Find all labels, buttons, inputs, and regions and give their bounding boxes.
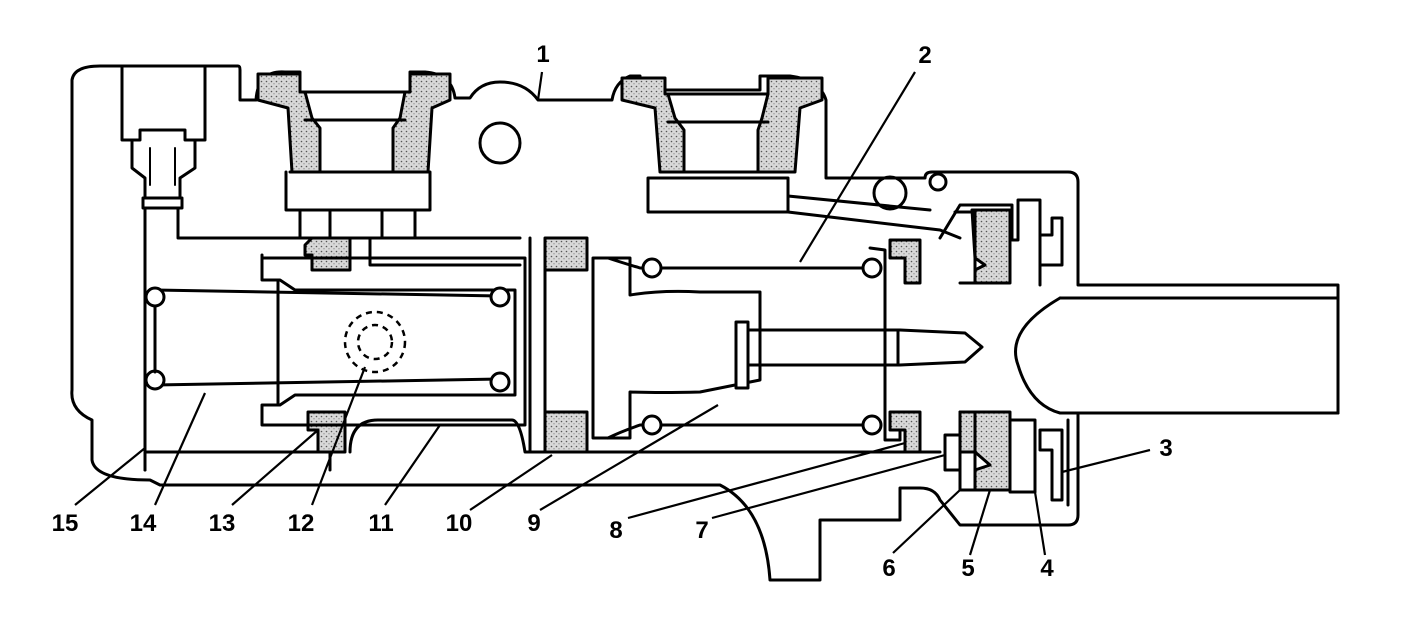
- port-left-base: [284, 118, 432, 212]
- compensating-port: [478, 121, 522, 165]
- housing-passage: [143, 206, 522, 472]
- bypass-port: [872, 175, 908, 211]
- spring2-coil-3: [861, 257, 883, 279]
- spring2-coil-2: [641, 414, 663, 436]
- hidden-port-inner: [356, 323, 394, 361]
- bore-bottom-wall: [348, 418, 942, 454]
- secondary-seal-top: [303, 236, 352, 272]
- port-left-legs: [298, 208, 417, 240]
- leader-3: [1061, 448, 1151, 474]
- bore-top-step: [368, 236, 522, 267]
- leader-13: [231, 429, 319, 506]
- hidden-port-outer: [343, 310, 407, 374]
- retainer-sleeve: [868, 246, 902, 442]
- primary-cup: [606, 256, 872, 440]
- leader-12: [310, 366, 367, 506]
- leader-5: [968, 489, 992, 556]
- bleeder-bore: [149, 147, 176, 186]
- leader-10: [469, 454, 553, 511]
- bleeder-boss: [120, 64, 207, 142]
- leader-15: [74, 447, 146, 506]
- leader-2: [799, 71, 916, 263]
- callout-6: 6: [882, 555, 895, 582]
- callout-13: 13: [209, 510, 236, 537]
- callout-1: 1: [536, 41, 549, 68]
- clip-top: [1038, 216, 1064, 267]
- leader-14: [153, 392, 207, 506]
- pushrod-head: [734, 320, 750, 390]
- pushrod-shaft: [746, 328, 984, 367]
- secondary-spring-outline: [153, 288, 502, 387]
- callout-11: 11: [368, 510, 393, 537]
- leader-6: [892, 489, 961, 554]
- callout-4: 4: [1040, 555, 1054, 582]
- bleeder-body: [130, 138, 197, 200]
- leader-1: [536, 71, 544, 101]
- bleeder-tip: [141, 196, 184, 210]
- snap-ring-seal-bottom: [958, 410, 1012, 492]
- secondary-piston: [260, 253, 527, 427]
- clip-bottom: [1038, 428, 1064, 502]
- callout-9: 9: [527, 510, 540, 537]
- flange-top: [938, 198, 1042, 287]
- primary-piston: [591, 256, 762, 440]
- leader-9: [539, 404, 719, 511]
- booster-rod-boot: [1014, 296, 1340, 415]
- leader-4: [1033, 491, 1047, 556]
- primary-piston-land: [528, 236, 547, 454]
- leader-7: [711, 453, 946, 520]
- taper-wall: [786, 194, 962, 240]
- callout-12: 12: [288, 510, 315, 537]
- callout-2: 2: [918, 42, 931, 69]
- callout-8: 8: [609, 517, 622, 544]
- rear-seal-top: [888, 238, 922, 285]
- callout-3: 3: [1159, 435, 1172, 462]
- primary-seal-bottom: [543, 410, 589, 454]
- spring2-coil-1: [641, 257, 663, 279]
- primary-seal-top: [543, 236, 589, 272]
- reservoir-port-left: [303, 90, 407, 174]
- leader-11: [384, 424, 441, 506]
- spring14-coil-4: [489, 371, 511, 393]
- snap-ring-seal-top: [970, 208, 1012, 285]
- rear-seal-bottom: [888, 410, 922, 454]
- callout-15: 15: [52, 510, 79, 537]
- spring14-coil-2: [144, 369, 166, 391]
- callout-5: 5: [961, 555, 974, 582]
- spring2-coil-4: [861, 414, 883, 436]
- reservoir-port-right: [666, 92, 770, 174]
- callout-7: 7: [695, 517, 708, 544]
- spring14-coil-1: [144, 286, 166, 308]
- flange-bottom: [1008, 418, 1037, 494]
- leader-8: [627, 441, 906, 520]
- spring14-coil-3: [489, 286, 511, 308]
- flange-top-lip: [953, 210, 977, 285]
- small-port: [928, 172, 948, 192]
- retaining-ring: [943, 433, 962, 472]
- callout-14: 14: [130, 510, 157, 537]
- callout-10: 10: [446, 510, 473, 537]
